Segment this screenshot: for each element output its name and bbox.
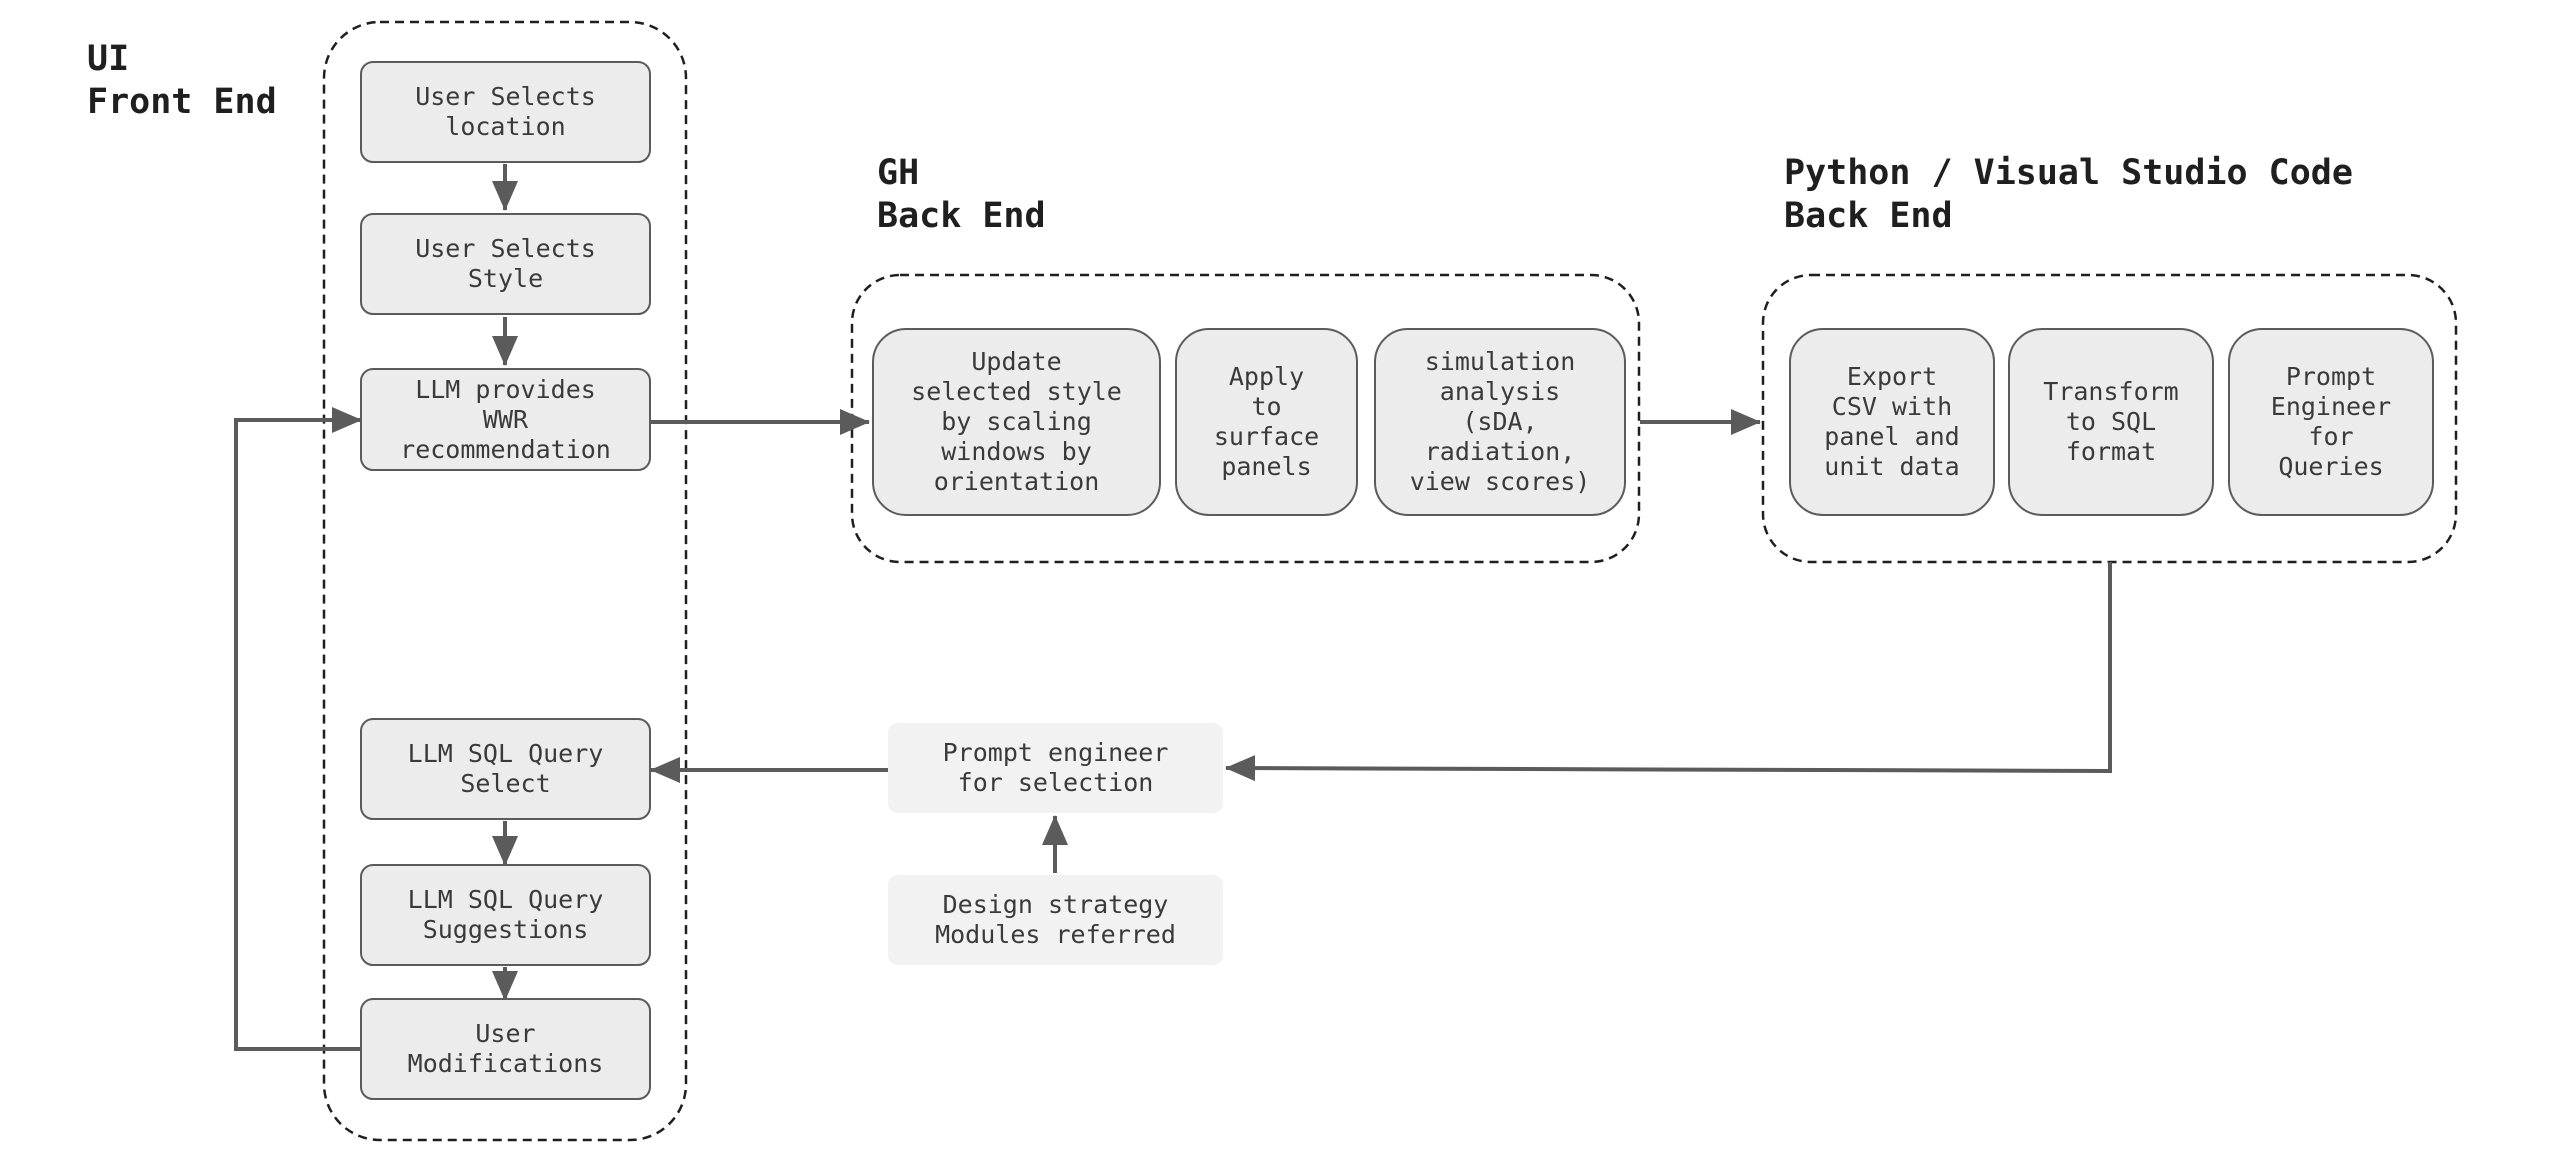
node-user-selects-style-label: User Selects Style: [415, 234, 596, 293]
node-design-strategy-modules: Design strategy Modules referred: [888, 875, 1223, 965]
node-prompt-engineer-queries: Prompt Engineer for Queries: [2228, 328, 2434, 516]
node-llm-wwr-recommendation-label: LLM provides WWR recommendation: [400, 374, 611, 464]
node-apply-surface-panels-label: Apply to surface panels: [1213, 362, 1320, 481]
node-simulation-analysis-label: simulation analysis (sDA, radiation, vie…: [1409, 347, 1591, 496]
node-transform-sql: Transform to SQL format: [2008, 328, 2214, 516]
ui-frontend-group: [322, 20, 688, 1142]
python-title-line1: Python / Visual Studio Code: [1784, 153, 2353, 193]
node-llm-sql-query-select-label: LLM SQL Query Select: [407, 739, 604, 798]
node-apply-surface-panels: Apply to surface panels: [1175, 328, 1358, 516]
node-llm-sql-query-suggestions-label: LLM SQL Query Suggestions: [407, 885, 604, 944]
python-title-line2: Back End: [1784, 196, 1953, 236]
ui-title-line2: Front End: [87, 82, 277, 122]
node-update-selected-style-label: Update selected style by scaling windows…: [911, 347, 1122, 496]
node-export-csv-label: Export CSV with panel and unit data: [1824, 362, 1960, 481]
node-prompt-engineer-selection: Prompt engineer for selection: [888, 723, 1223, 813]
arrow-feedback-loop: [234, 407, 362, 1051]
node-llm-sql-query-select: LLM SQL Query Select: [360, 718, 651, 820]
node-update-selected-style: Update selected style by scaling windows…: [872, 328, 1161, 516]
node-llm-sql-query-suggestions: LLM SQL Query Suggestions: [360, 864, 651, 966]
gh-title-line2: Back End: [877, 196, 1046, 236]
gh-title-line1: GH: [877, 153, 920, 193]
node-simulation-analysis: simulation analysis (sDA, radiation, vie…: [1374, 328, 1626, 516]
gh-backend-title: GH Back End: [877, 152, 1046, 238]
node-user-modifications: User Modifications: [360, 998, 651, 1100]
arrow-python-to-prompt-engineer: [1225, 562, 2112, 782]
node-user-selects-location: User Selects location: [360, 61, 651, 163]
node-user-modifications-label: User Modifications: [407, 1019, 604, 1078]
ui-frontend-title: UI Front End: [87, 38, 277, 124]
node-export-csv: Export CSV with panel and unit data: [1789, 328, 1995, 516]
node-llm-wwr-recommendation: LLM provides WWR recommendation: [360, 368, 651, 471]
node-user-selects-location-label: User Selects location: [415, 82, 596, 141]
node-prompt-engineer-queries-label: Prompt Engineer for Queries: [2270, 362, 2392, 481]
node-transform-sql-label: Transform to SQL format: [2043, 377, 2179, 466]
ui-title-line1: UI: [87, 39, 130, 79]
node-prompt-engineer-selection-label: Prompt engineer for selection: [942, 738, 1169, 797]
node-design-strategy-modules-label: Design strategy Modules referred: [935, 890, 1176, 949]
python-backend-title: Python / Visual Studio Code Back End: [1784, 152, 2353, 238]
node-user-selects-style: User Selects Style: [360, 213, 651, 315]
